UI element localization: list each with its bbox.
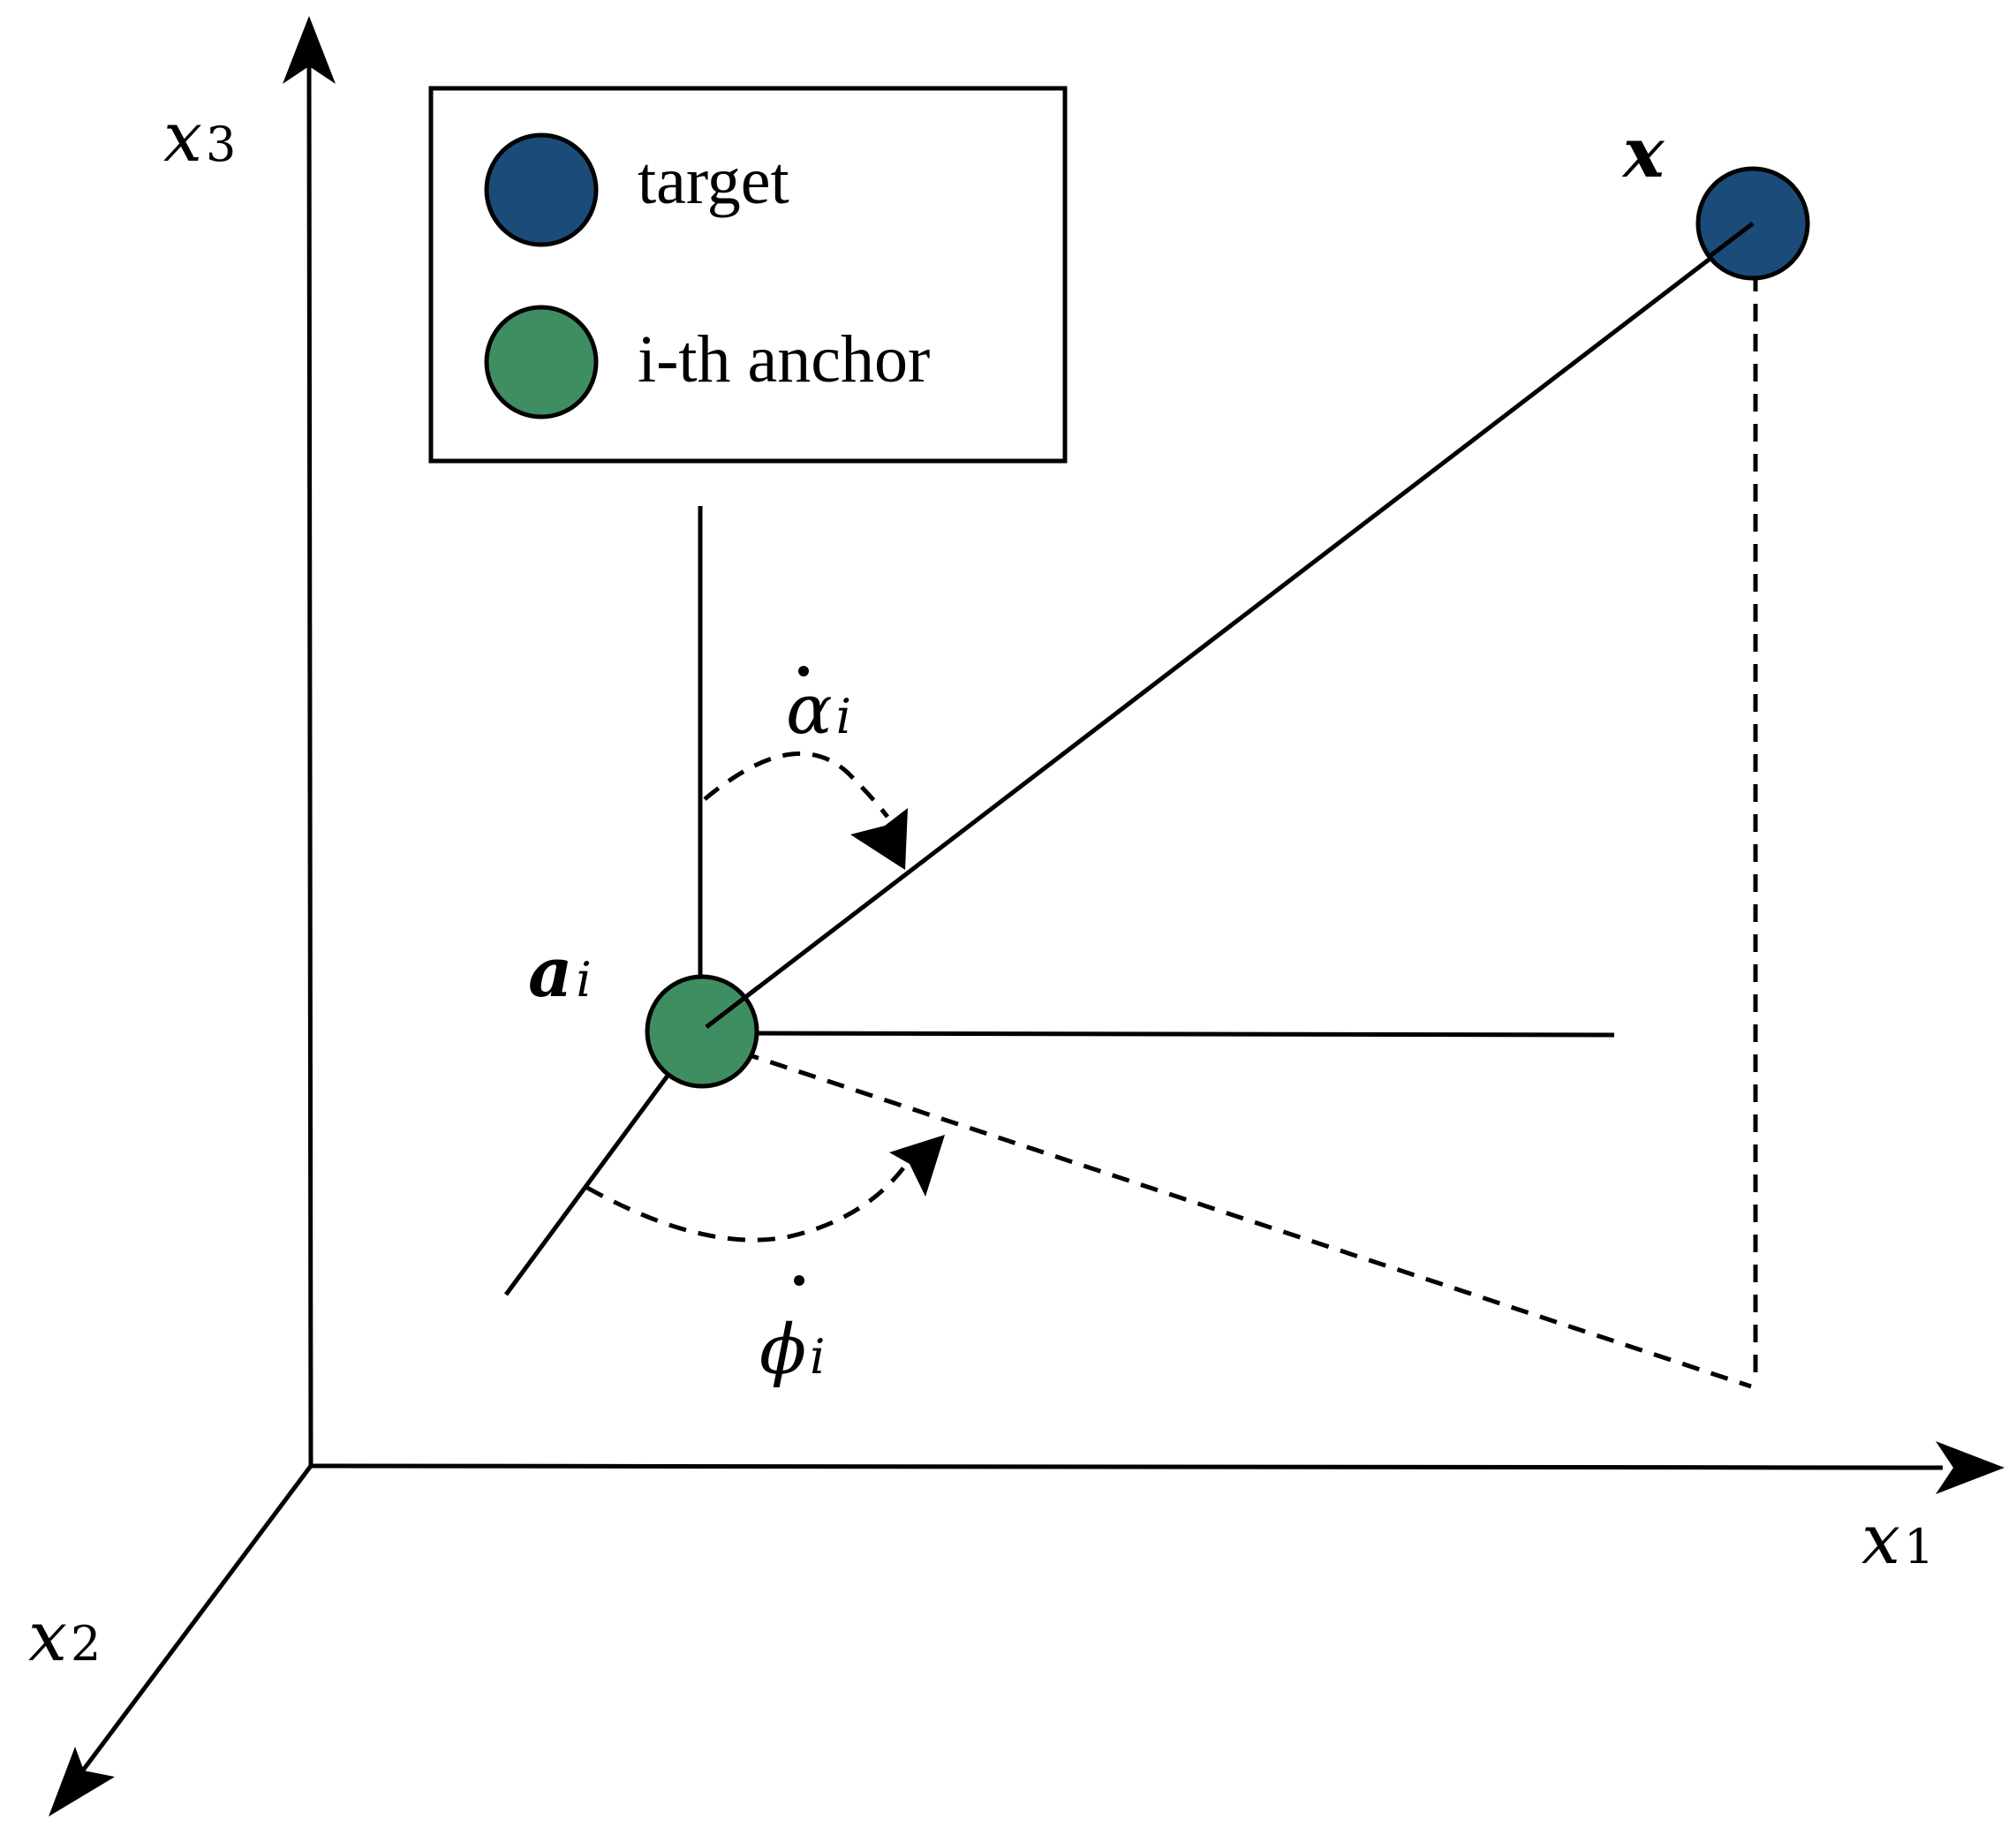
x1-axis-line [310, 1463, 1944, 1470]
legend-anchor-label: i-th anchor [638, 322, 930, 397]
x2-axis-line [77, 1464, 313, 1777]
alpha-dot [798, 666, 809, 676]
x2-axis-label: x2 [28, 1598, 101, 1677]
anchor-target-line-overlay-top [1707, 222, 1755, 259]
x1-axis-label: x1 [1861, 1500, 1934, 1580]
legend-target-label: target [638, 144, 789, 218]
phi-angle-arc [585, 1135, 945, 1243]
legend: target i-th anchor [428, 86, 1068, 464]
anchor-point [645, 974, 759, 1089]
legend-anchor-swatch [484, 305, 599, 419]
horizontal-projection-line [741, 1050, 1752, 1389]
local-x1-parallel-line [750, 1031, 1615, 1038]
x3-axis-label: x3 [163, 98, 236, 178]
x3-axis-line [306, 61, 313, 1467]
local-x2-parallel-line [503, 1067, 676, 1296]
anchor-label: ai [528, 933, 592, 1013]
legend-target-swatch [484, 132, 599, 247]
alpha-label: αi [786, 666, 851, 750]
alpha-angle-arc [703, 751, 908, 870]
svg-text:αi: αi [786, 670, 851, 750]
target-label: x [1621, 113, 1665, 193]
phi-label: ϕi [759, 1275, 825, 1390]
x2-axis-arrowhead [49, 1747, 115, 1817]
anchor-target-line [705, 221, 1759, 1029]
x3-axis-arrowhead [283, 16, 336, 84]
svg-text:ϕi: ϕi [759, 1310, 825, 1390]
coordinate-axes [49, 16, 2005, 1817]
anchor-target-line-overlay [705, 985, 761, 1029]
phi-dot [794, 1275, 804, 1286]
x1-axis-arrowhead [1936, 1441, 2005, 1494]
